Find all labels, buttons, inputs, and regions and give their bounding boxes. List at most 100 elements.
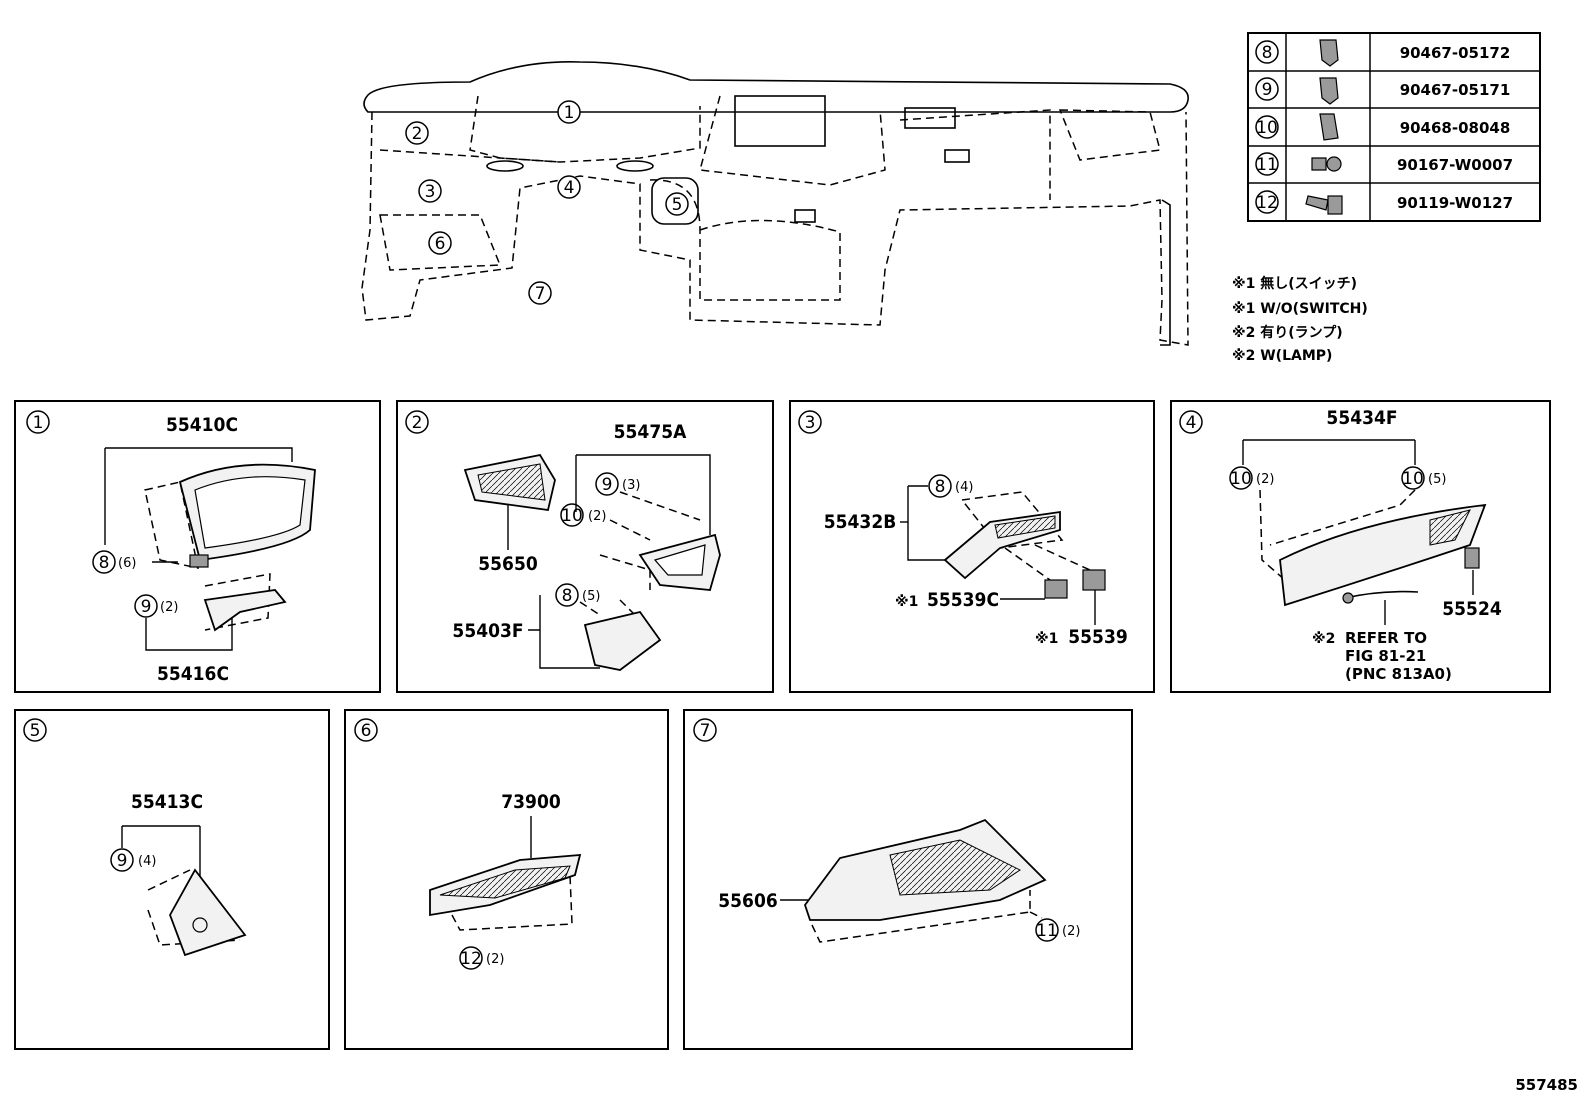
note-2-jp: ※2 有り(ランプ): [1232, 324, 1343, 341]
screw-icon: [1311, 156, 1342, 172]
svg-text:1: 1: [564, 103, 575, 123]
clip-icon: [1319, 113, 1339, 141]
panel-7: 7 55606 11 (2): [683, 709, 1133, 1050]
svg-text:90467-05172: 90467-05172: [1400, 44, 1511, 62]
part-73900-airbag: [429, 853, 582, 917]
overview-callout-4: [557, 175, 581, 199]
svg-text:10: 10: [1230, 469, 1252, 489]
svg-text:(5): (5): [582, 589, 600, 604]
svg-text:55434F: 55434F: [1326, 407, 1397, 429]
svg-text:(4): (4): [138, 854, 156, 869]
table-row-10: 10 90468-08048: [1255, 113, 1511, 141]
table-row-12: 12 90119-W0127: [1255, 190, 1513, 215]
svg-text:10: 10: [1256, 118, 1278, 138]
fastener-table: 8 90467-05172 9 90467-05171 10 90468-080…: [1247, 32, 1541, 222]
svg-text:5: 5: [30, 721, 41, 741]
svg-text:3: 3: [805, 413, 816, 433]
overview-callout-7: [528, 281, 552, 305]
part-55606-under-cover: [803, 818, 1047, 921]
part-55475A-vent-bezel: [638, 533, 721, 591]
svg-text:FIG 81-21: FIG 81-21: [1345, 647, 1426, 665]
note-1-jp: ※1 無し(スイッチ): [1232, 275, 1357, 292]
svg-text:8: 8: [935, 477, 946, 497]
panel-1: 1 55410C 8 (6) 9 (2) 55416C: [14, 400, 381, 693]
note-1-en: ※1 W/O(SWITCH): [1232, 301, 1368, 317]
svg-text:55432B: 55432B: [824, 511, 897, 533]
svg-text:55539C: 55539C: [927, 589, 999, 611]
clip-icon: [1319, 39, 1339, 67]
part-55524-clip: [1464, 547, 1480, 569]
svg-text:90119-W0127: 90119-W0127: [1397, 194, 1513, 212]
svg-text:(2): (2): [1062, 924, 1080, 939]
svg-text:55403F: 55403F: [452, 620, 523, 642]
svg-text:11: 11: [1256, 155, 1278, 175]
svg-text:(2): (2): [1256, 472, 1274, 487]
svg-text:73900: 73900: [501, 791, 561, 813]
bolt-icon: [1305, 195, 1343, 215]
svg-text:4: 4: [564, 178, 575, 198]
note-2-en: ※2 W(LAMP): [1232, 348, 1332, 364]
svg-text:55650: 55650: [478, 553, 538, 575]
panel-5: 5 55413C 9 (4): [14, 709, 330, 1050]
svg-text:12: 12: [1256, 193, 1278, 213]
svg-text:7: 7: [700, 721, 711, 741]
overview-callout-labels: 1 2 3 4 5 6 7: [412, 103, 683, 304]
svg-text:8: 8: [1262, 43, 1273, 63]
part-55416C-lower-cover: [203, 589, 287, 632]
svg-text:6: 6: [435, 234, 446, 254]
table-row-9: 9 90467-05171: [1255, 77, 1511, 105]
svg-text:55413C: 55413C: [131, 791, 203, 813]
panel-4: 4 55434F 10 (2) 10 (5) 55524 ※2 REFER TO…: [1170, 400, 1551, 693]
svg-text:55475A: 55475A: [614, 421, 687, 443]
svg-text:REFER TO: REFER TO: [1345, 629, 1427, 647]
svg-text:(2): (2): [588, 509, 606, 524]
figure-id: 557485: [1515, 1076, 1578, 1094]
part-55410C-cluster-hood: [178, 463, 316, 568]
overview-callout-1: [557, 100, 581, 124]
notes: ※1 無し(スイッチ) ※1 W/O(SWITCH) ※2 有り(ランプ) ※2…: [1232, 275, 1368, 364]
overview-callout-2: [405, 121, 429, 145]
part-55413C-side-panel: [169, 868, 247, 957]
part-55650-vent: [463, 453, 556, 512]
svg-text:(4): (4): [955, 480, 973, 495]
svg-text:4: 4: [1186, 413, 1197, 433]
overview-callouts: [405, 100, 699, 305]
dashboard-overview: [361, 61, 1189, 346]
svg-text:9: 9: [1262, 80, 1273, 100]
svg-text:8: 8: [562, 586, 573, 606]
svg-text:5: 5: [672, 195, 683, 215]
part-55432B-switch-base: [943, 510, 1061, 580]
part-55403F-cover: [583, 610, 662, 671]
svg-text:90167-W0007: 90167-W0007: [1397, 156, 1513, 174]
svg-text:10: 10: [1402, 469, 1424, 489]
svg-text:10: 10: [561, 506, 583, 526]
overview-callout-5: [651, 177, 699, 225]
svg-text:9: 9: [602, 475, 613, 495]
svg-text:90467-05171: 90467-05171: [1400, 81, 1511, 99]
svg-text:7: 7: [535, 284, 546, 304]
panel-2: 2 55475A 55650 9 (3) 10 (2) 8 (5) 55403F: [396, 400, 774, 693]
panel-6: 6 73900 12 (2): [344, 709, 669, 1050]
svg-text:9: 9: [141, 597, 152, 617]
part-55434F-lower-panel: [1279, 503, 1487, 607]
overview-callout-3: [418, 179, 442, 203]
svg-text:11: 11: [1036, 921, 1058, 941]
svg-text:8: 8: [99, 553, 110, 573]
svg-text:3: 3: [425, 182, 436, 202]
svg-text:(3): (3): [622, 478, 640, 493]
svg-text:(6): (6): [118, 556, 136, 571]
svg-text:※1: ※1: [1035, 631, 1058, 647]
svg-text:90468-08048: 90468-08048: [1400, 119, 1511, 137]
svg-text:(2): (2): [160, 600, 178, 615]
overview-callout-6: [428, 231, 452, 255]
svg-text:6: 6: [361, 721, 372, 741]
svg-text:2: 2: [412, 124, 423, 144]
table-row-11: 11 90167-W0007: [1255, 152, 1513, 176]
part-55539-switch: [1082, 569, 1106, 591]
panel-3: 3 8 (4) 55432B ※1 55539C ※1 55539: [789, 400, 1155, 693]
svg-text:9: 9: [117, 851, 128, 871]
svg-text:2: 2: [412, 413, 423, 433]
svg-text:55524: 55524: [1442, 598, 1502, 620]
svg-text:※2: ※2: [1312, 631, 1335, 647]
